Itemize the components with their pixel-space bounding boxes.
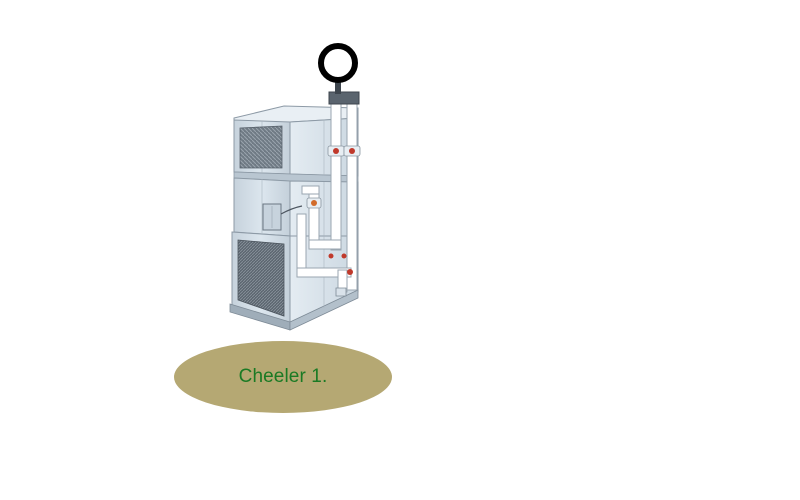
unit-name-plate: Cheeler 1.: [174, 341, 392, 413]
upper-grille: [239, 125, 283, 169]
unit-name-label: Cheeler 1.: [238, 366, 328, 387]
valves: [306, 145, 361, 297]
drain-valve: [347, 269, 353, 275]
valve-handle-lower-left: [328, 253, 334, 259]
valve-handle-right-upper: [349, 148, 355, 154]
control-box: [262, 203, 303, 231]
lower-grille: [237, 239, 285, 317]
pipe-header: [328, 91, 360, 105]
indicator-ring-icon: [318, 43, 358, 83]
drain-fitting: [335, 287, 347, 297]
valve-handle-lower-right: [341, 253, 347, 259]
valve-handle-left-upper: [333, 148, 339, 154]
pipework: [296, 99, 358, 293]
pipe-stem: [335, 80, 341, 94]
valve-handle-control: [311, 200, 317, 206]
